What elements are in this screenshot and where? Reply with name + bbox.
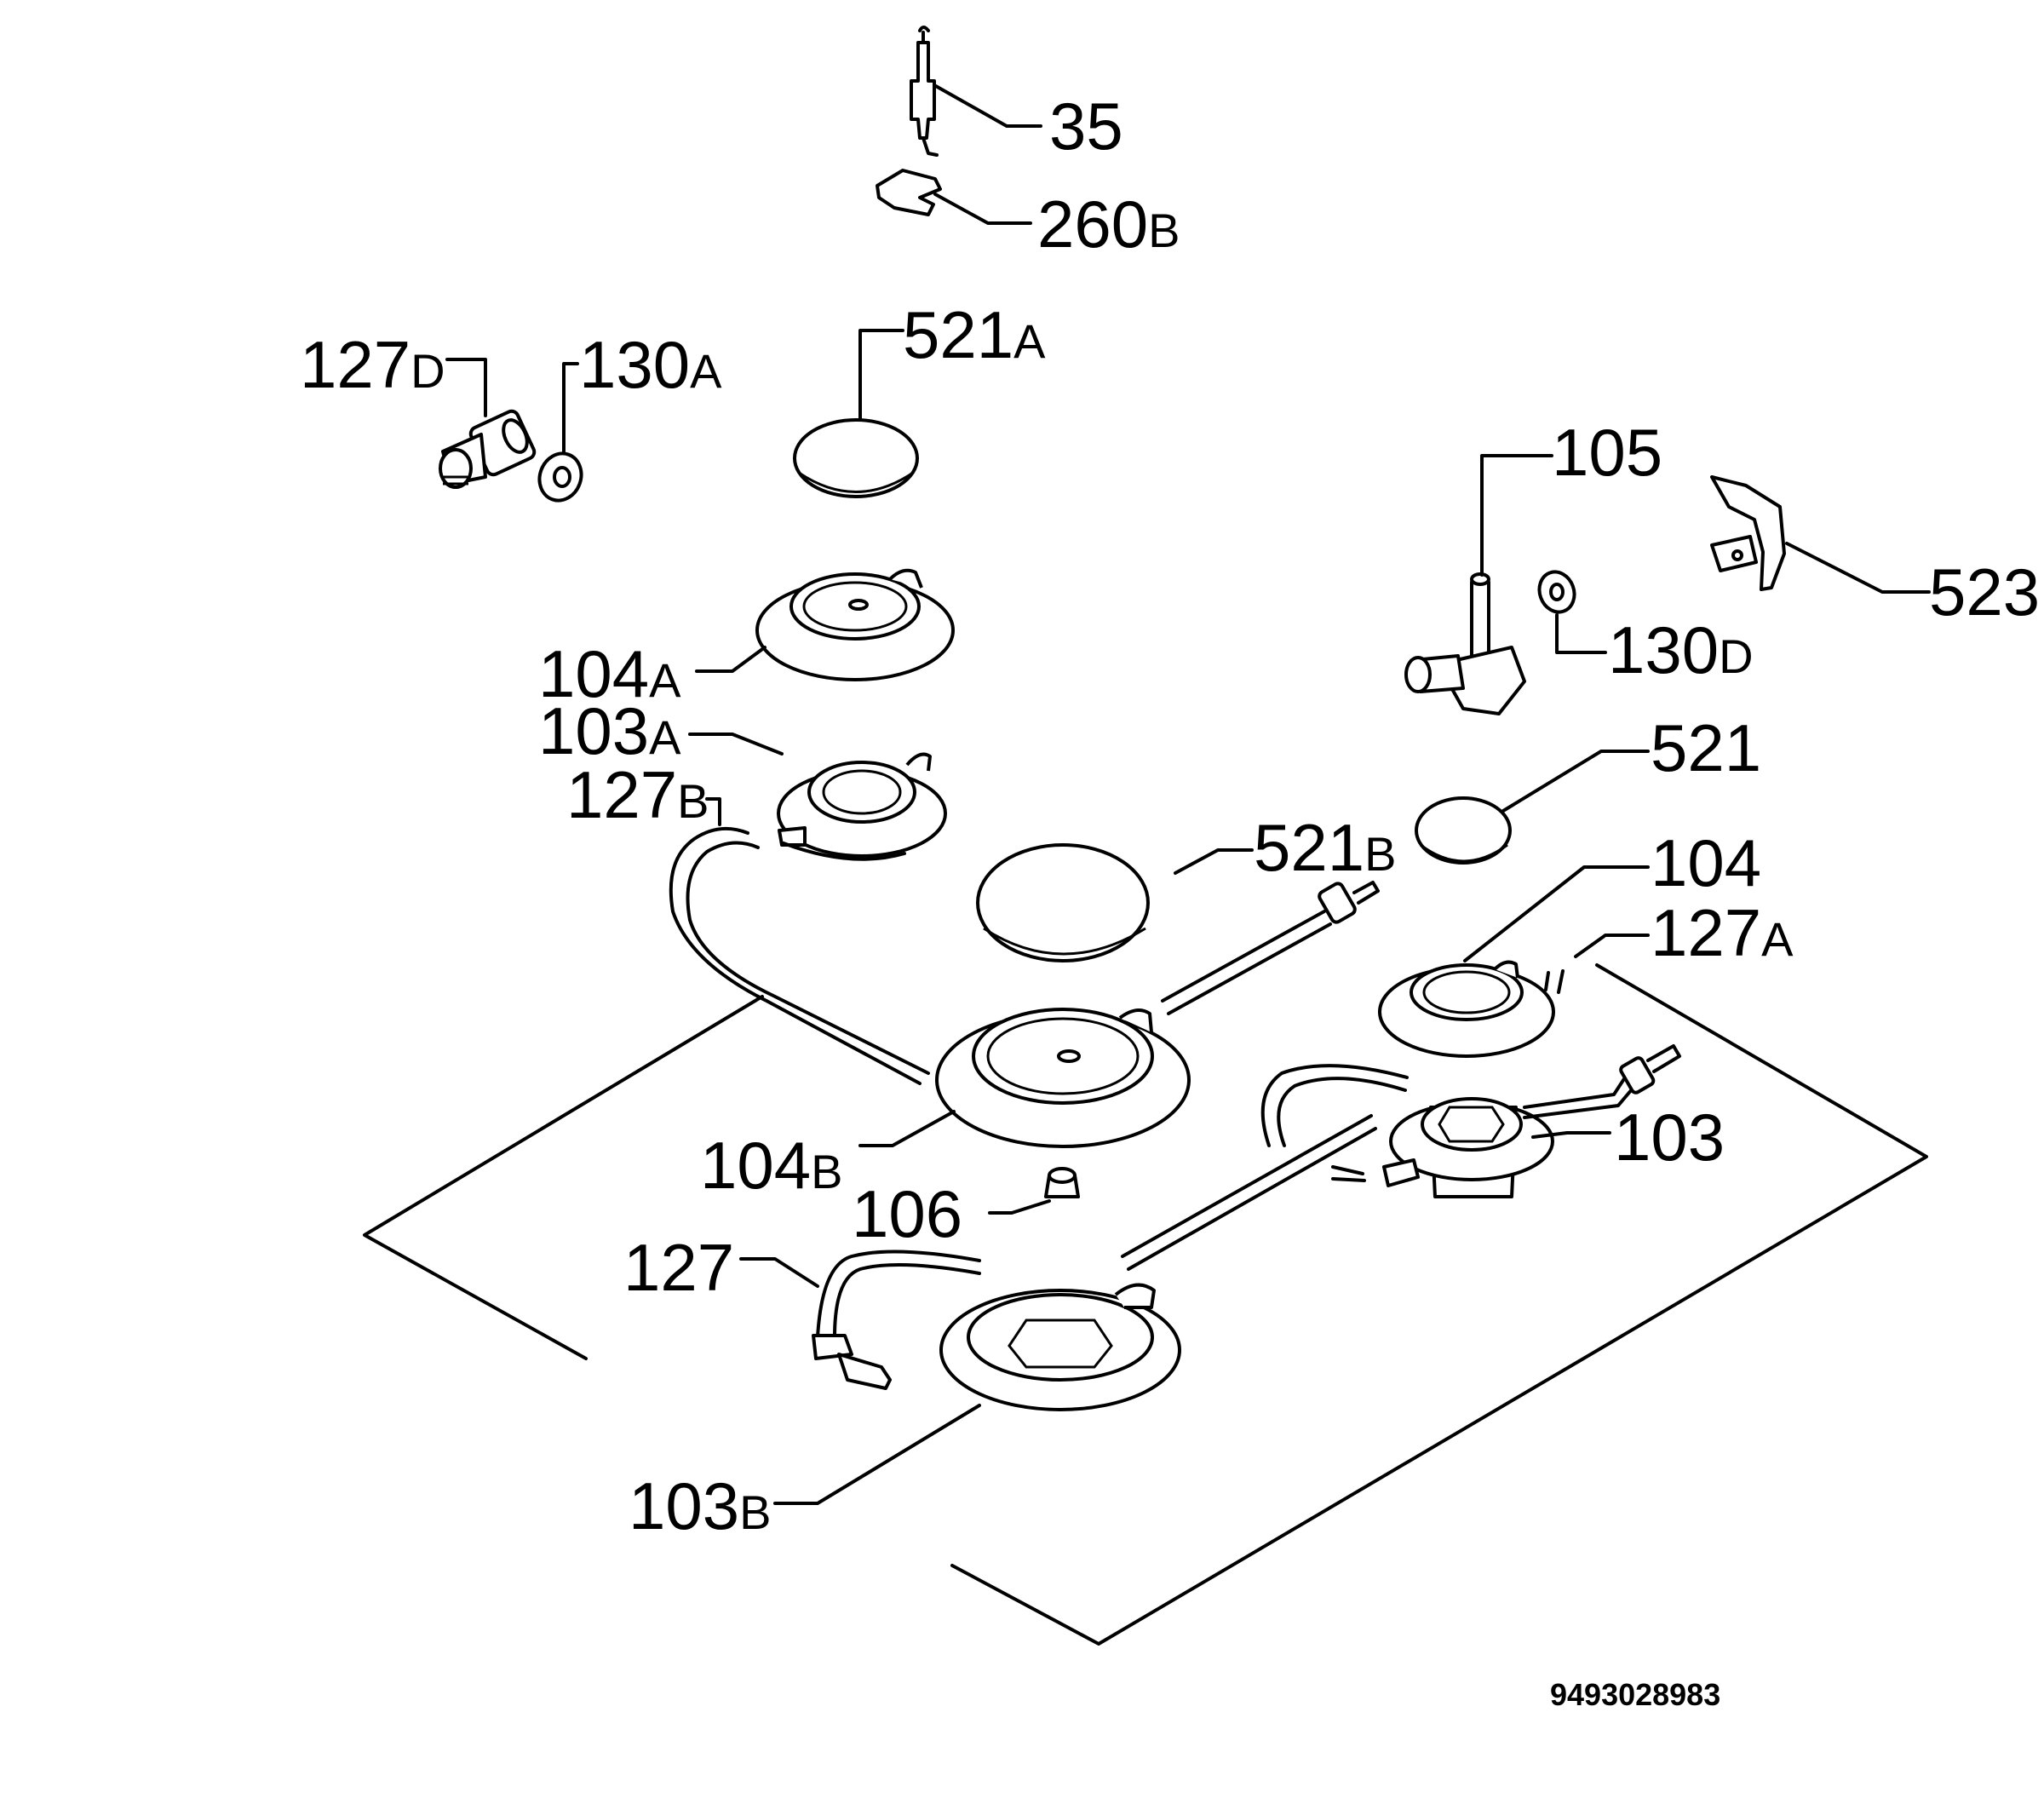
label-106: 106 xyxy=(852,1176,962,1251)
label-127a: 127A xyxy=(1651,895,1794,970)
label-523: 523 xyxy=(1929,554,2040,629)
part-106-injector xyxy=(988,1167,1080,1215)
drawing-code: 9493028983 xyxy=(1550,1677,1720,1712)
part-103b-burner-body-large xyxy=(773,1283,1181,1505)
part-127b-gas-tube xyxy=(669,797,930,1085)
thermocouple-tube-lower xyxy=(1121,1064,1409,1271)
part-35-spark-electrode xyxy=(910,26,1042,157)
label-103b: 103B xyxy=(629,1468,772,1543)
label-521b: 521B xyxy=(1254,810,1397,885)
part-127a-tube xyxy=(1544,934,1650,994)
part-521b-burner-cap-large xyxy=(976,843,1254,962)
label-127b: 127B xyxy=(566,757,709,832)
part-523-bracket xyxy=(1710,475,1931,594)
part-104-burner-crown xyxy=(1378,865,1650,1058)
part-127-gas-tube-fitting xyxy=(739,1250,981,1390)
part-521-burner-cap xyxy=(1415,750,1650,865)
part-130a-washer xyxy=(537,362,583,503)
label-103a: 103A xyxy=(538,693,681,768)
part-127d-elbow-fitting xyxy=(439,358,537,489)
part-103-burner-body xyxy=(1382,1044,1681,1198)
part-104b-burner-crown-large xyxy=(858,1008,1191,1148)
label-104a: 104A xyxy=(538,636,681,711)
label-104: 104 xyxy=(1651,825,1761,900)
label-127: 127 xyxy=(623,1230,734,1305)
callout-labels: 35 260B 127D 130A 521A 105 523 130D 104A… xyxy=(300,89,2040,1712)
label-130a: 130A xyxy=(579,327,722,402)
label-103: 103 xyxy=(1614,1100,1725,1175)
hob-outline xyxy=(363,963,1928,1646)
label-260b: 260B xyxy=(1037,187,1180,261)
part-103a-burner-body xyxy=(688,733,947,861)
part-130d-washer xyxy=(1537,570,1607,654)
label-127d: 127D xyxy=(300,327,445,402)
part-105-gas-valve xyxy=(1404,454,1553,715)
label-130d: 130D xyxy=(1608,612,1754,687)
label-35: 35 xyxy=(1049,89,1123,164)
label-521: 521 xyxy=(1651,710,1761,785)
thermocouple-tube-upper xyxy=(1161,881,1380,1015)
part-521a-burner-cap-small xyxy=(793,329,919,498)
part-260b-clip xyxy=(876,169,1032,225)
label-104b: 104B xyxy=(700,1128,843,1203)
label-105: 105 xyxy=(1552,415,1662,490)
label-521a: 521A xyxy=(903,297,1046,372)
part-104a-burner-crown xyxy=(695,568,955,681)
